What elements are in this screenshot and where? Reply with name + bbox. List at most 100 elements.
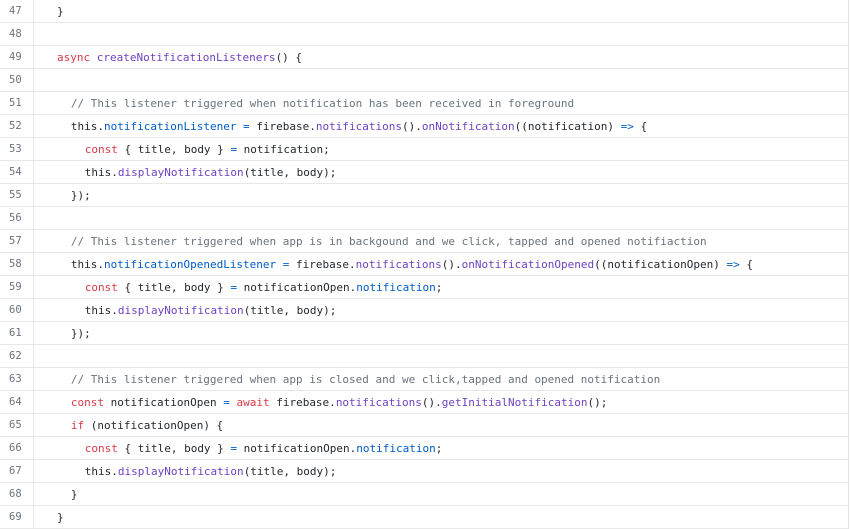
line-number: 58 bbox=[0, 253, 34, 275]
code-line: 50 bbox=[0, 69, 848, 92]
line-number: 57 bbox=[0, 230, 34, 252]
code-token: }); bbox=[70, 326, 91, 340]
line-code: }); bbox=[34, 184, 91, 206]
code-token: const bbox=[70, 395, 104, 409]
line-code: const { title, body } = notification; bbox=[34, 138, 330, 160]
line-code: async createNotificationListeners() { bbox=[34, 46, 302, 68]
line-number: 56 bbox=[0, 207, 34, 229]
line-code: }); bbox=[34, 322, 91, 344]
code-token: const bbox=[84, 142, 118, 156]
line-code: this.displayNotification(title, body); bbox=[34, 299, 337, 321]
code-token: // This listener triggered when notifica… bbox=[70, 96, 575, 110]
code-token: notifications bbox=[315, 119, 403, 133]
line-number: 62 bbox=[0, 345, 34, 367]
code-line: 63 // This listener triggered when app is… bbox=[0, 368, 848, 391]
line-number: 47 bbox=[0, 0, 34, 22]
code-token: () { bbox=[275, 50, 303, 64]
code-token: notificationOpen bbox=[103, 395, 224, 409]
line-code: // This listener triggered when app is c… bbox=[34, 368, 660, 390]
line-code bbox=[34, 23, 57, 45]
code-line: 55}); bbox=[0, 184, 848, 207]
code-token: (). bbox=[402, 119, 422, 133]
line-code: this.notificationOpenedListener = fireba… bbox=[34, 253, 753, 275]
line-number: 49 bbox=[0, 46, 34, 68]
code-token: } bbox=[57, 4, 64, 18]
code-token: (notificationOpen) { bbox=[84, 418, 224, 432]
code-token: ((notificationOpen) bbox=[594, 257, 727, 271]
code-token: = bbox=[230, 441, 238, 455]
code-token: = bbox=[276, 257, 297, 271]
code-line: 62 bbox=[0, 345, 848, 368]
code-token: const bbox=[84, 280, 118, 294]
line-code bbox=[34, 69, 57, 91]
code-line: 48 bbox=[0, 23, 848, 46]
code-line: 57 // This listener triggered when app is… bbox=[0, 230, 848, 253]
code-token: (title, body); bbox=[243, 165, 337, 179]
line-code bbox=[34, 207, 57, 229]
line-code: // This listener triggered when notifica… bbox=[34, 92, 574, 114]
code-token: notificationOpenedListener bbox=[103, 257, 277, 271]
line-number: 63 bbox=[0, 368, 34, 390]
code-token: (); bbox=[587, 395, 608, 409]
code-token: // This listener triggered when app is c… bbox=[70, 372, 661, 386]
code-token: (title, body); bbox=[243, 303, 337, 317]
code-token: { bbox=[739, 257, 754, 271]
code-token: notification; bbox=[237, 142, 330, 156]
code-token: notificationOpen. bbox=[237, 441, 357, 455]
code-token: async bbox=[57, 50, 97, 64]
code-token: { bbox=[633, 119, 648, 133]
code-token: notifications bbox=[335, 395, 422, 409]
line-number: 67 bbox=[0, 460, 34, 482]
code-token bbox=[230, 396, 237, 409]
code-token: = bbox=[230, 142, 238, 156]
code-token: { title, body } bbox=[117, 142, 231, 156]
code-token: { title, body } bbox=[117, 441, 231, 455]
code-token: } bbox=[70, 487, 78, 501]
code-token: = bbox=[236, 119, 257, 133]
code-token: (). bbox=[421, 395, 442, 409]
code-token: if bbox=[70, 418, 85, 432]
code-token: notification bbox=[356, 280, 436, 294]
code-token: firebase. bbox=[269, 395, 336, 409]
line-number: 50 bbox=[0, 69, 34, 91]
line-code: } bbox=[34, 0, 64, 22]
line-number: 55 bbox=[0, 184, 34, 206]
code-line: 69} bbox=[0, 506, 848, 529]
code-token: createNotificationListeners bbox=[96, 50, 276, 64]
code-token: this. bbox=[84, 464, 118, 478]
line-number: 48 bbox=[0, 23, 34, 45]
line-code bbox=[34, 345, 57, 367]
code-token: => bbox=[726, 257, 740, 271]
code-token: }); bbox=[70, 188, 91, 202]
code-line: 47} bbox=[0, 0, 848, 23]
code-token: displayNotification bbox=[117, 165, 244, 179]
code-token: ; bbox=[435, 441, 443, 455]
line-code: const { title, body } = notificationOpen… bbox=[34, 276, 443, 298]
line-number: 60 bbox=[0, 299, 34, 321]
code-token: onNotificationOpened bbox=[461, 257, 595, 271]
code-token: displayNotification bbox=[117, 303, 244, 317]
code-token: = bbox=[230, 280, 238, 294]
code-token: } bbox=[57, 510, 64, 524]
code-line: 56 bbox=[0, 207, 848, 230]
code-token: (title, body); bbox=[243, 464, 337, 478]
code-token: (). bbox=[441, 257, 462, 271]
code-token: // This listener triggered when app is i… bbox=[70, 234, 707, 248]
code-token: getInitialNotification bbox=[441, 395, 588, 409]
code-token: firebase. bbox=[296, 257, 356, 271]
line-number: 51 bbox=[0, 92, 34, 114]
line-code: const notificationOpen = await firebase.… bbox=[34, 391, 608, 413]
line-number: 54 bbox=[0, 161, 34, 183]
code-token: ; bbox=[435, 280, 443, 294]
code-token: ((notification) bbox=[514, 119, 621, 133]
